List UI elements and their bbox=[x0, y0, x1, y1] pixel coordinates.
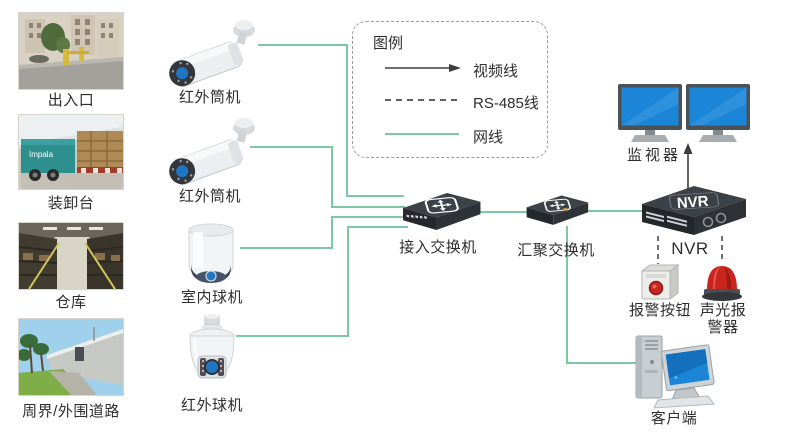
monitor-label: 监视器 bbox=[626, 147, 681, 164]
legend-box: 图例 视频线 RS-485线 网线 bbox=[352, 21, 548, 158]
legend-label-network-line: 网线 bbox=[473, 129, 504, 146]
scene-label-loading-dock: 装卸台 bbox=[47, 195, 95, 212]
legend-item-rs485-line: RS-485线 bbox=[373, 92, 539, 112]
aggregation-switch-icon bbox=[521, 190, 591, 241]
scene-photo-perimeter bbox=[18, 318, 124, 396]
scene-photo-entrance bbox=[18, 12, 124, 90]
indoor-dome-camera-icon bbox=[180, 220, 242, 293]
scene-label-entrance: 出入口 bbox=[47, 92, 95, 109]
scene-photo-loading-dock: Impala bbox=[18, 114, 124, 190]
client-label: 客户端 bbox=[650, 410, 698, 427]
camera-label-3: 室内球机 bbox=[180, 289, 243, 306]
truck-text: Impala bbox=[29, 150, 54, 159]
client-pc-icon bbox=[628, 332, 716, 415]
siren-label: 声光报警器 bbox=[699, 302, 747, 337]
nvr-label: NVR bbox=[671, 239, 709, 258]
video-line-swatch-icon bbox=[385, 64, 461, 72]
ir-dome-camera-icon bbox=[184, 314, 240, 405]
network-line-swatch-icon bbox=[385, 133, 459, 135]
legend-item-network-line: 网线 bbox=[373, 126, 533, 146]
scene-photo-warehouse bbox=[18, 222, 124, 290]
access-switch-icon bbox=[396, 190, 484, 245]
camera-label-4: 红外球机 bbox=[180, 397, 243, 414]
rs485-line-swatch-icon bbox=[385, 99, 457, 101]
ir-bullet-camera-icon-2 bbox=[162, 112, 262, 195]
camera-label-2: 红外筒机 bbox=[178, 188, 241, 205]
monitor-icon bbox=[618, 84, 752, 151]
alarm-button-label: 报警按钮 bbox=[628, 302, 691, 319]
network-lines bbox=[236, 44, 648, 364]
rs485-lines bbox=[657, 236, 723, 264]
legend-item-video-line: 视频线 bbox=[373, 60, 533, 80]
nvr-device-text: NVR bbox=[676, 193, 709, 212]
siren-icon bbox=[700, 258, 744, 307]
scene-label-warehouse: 仓库 bbox=[55, 294, 87, 311]
legend-title: 图例 bbox=[373, 35, 404, 52]
scene-label-perimeter: 周界/外围道路 bbox=[22, 403, 120, 420]
nvr-icon: NVR bbox=[636, 182, 750, 245]
video-arrow bbox=[683, 143, 693, 192]
camera-label-1: 红外筒机 bbox=[178, 89, 241, 106]
aggregation-switch-label: 汇聚交换机 bbox=[517, 242, 595, 259]
access-switch-label: 接入交换机 bbox=[399, 239, 477, 256]
legend-label-video-line: 视频线 bbox=[473, 63, 519, 80]
ir-bullet-camera-icon-1 bbox=[162, 14, 262, 97]
alarm-button-icon bbox=[638, 262, 680, 307]
legend-label-rs485-line: RS-485线 bbox=[473, 95, 539, 112]
